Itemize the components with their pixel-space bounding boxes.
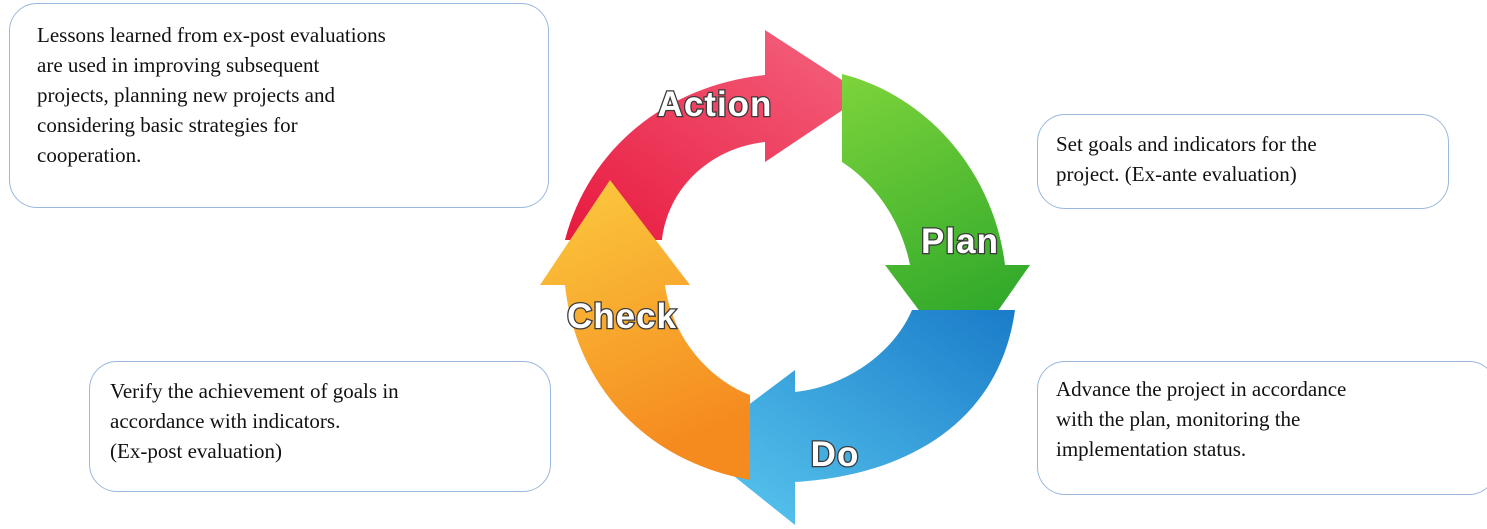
pdca-cycle-diagram: Action Plan Do Check bbox=[540, 30, 1030, 525]
check-description-box: Verify the achievement of goals in accor… bbox=[89, 361, 551, 492]
action-label: Action bbox=[658, 85, 773, 124]
do-description-text: Advance the project in accordance with t… bbox=[1056, 377, 1347, 461]
do-label: Do bbox=[811, 435, 860, 474]
plan-description-text: Set goals and indicators for the project… bbox=[1056, 132, 1317, 186]
plan-label: Plan bbox=[921, 222, 999, 261]
check-label: Check bbox=[567, 297, 677, 336]
do-arrow bbox=[695, 310, 1015, 525]
action-arrow bbox=[565, 30, 865, 240]
action-description-text: Lessons learned from ex-post evaluations… bbox=[37, 23, 386, 167]
action-description-box: Lessons learned from ex-post evaluations… bbox=[9, 3, 549, 208]
plan-description-box: Set goals and indicators for the project… bbox=[1037, 114, 1449, 209]
check-description-text: Verify the achievement of goals in accor… bbox=[110, 379, 399, 463]
plan-arrow bbox=[842, 74, 1030, 365]
check-arrow bbox=[540, 180, 750, 480]
do-description-box: Advance the project in accordance with t… bbox=[1037, 361, 1487, 495]
